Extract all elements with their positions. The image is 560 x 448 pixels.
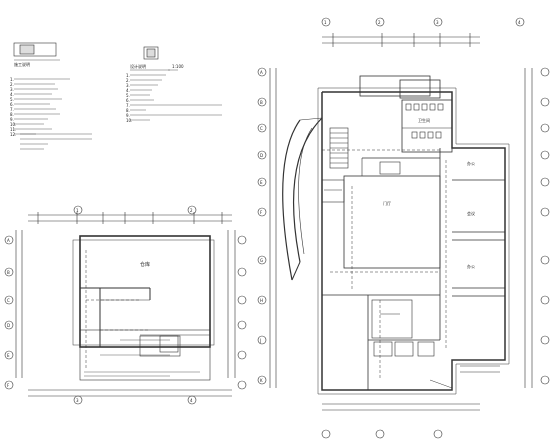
right-plan (257, 17, 550, 439)
left-grid-side-d: D (7, 323, 10, 328)
note-left-5: 5. (10, 97, 14, 102)
right-grid-side-h: H (260, 298, 263, 303)
right-grid-top-4: 4 (518, 20, 521, 25)
note-right-4: 4. (126, 88, 130, 93)
note-left-7: 7. (10, 107, 14, 112)
right-grid-side-k: K (260, 378, 263, 383)
note-left-3: 3. (10, 87, 14, 92)
left-plan-room-label: 仓库 (140, 261, 150, 268)
right-room-toilet: 卫生间 (418, 117, 430, 123)
legend-box-right (143, 46, 159, 60)
right-grid-side-j: J (259, 338, 261, 343)
note-left-2: 2. (10, 82, 14, 87)
left-grid-side-f: F (7, 383, 10, 388)
right-grid-side-f: F (260, 210, 263, 215)
left-plan-main-wall (79, 235, 211, 348)
right-grid-side-a: A (260, 70, 263, 75)
legend-box-left (13, 42, 57, 57)
left-grid-top-2: 2 (190, 208, 193, 213)
note-left-4: 4. (10, 92, 14, 97)
note-left-1: 1. (10, 77, 14, 82)
note-right-9: 9. (126, 113, 130, 118)
note-right-7: 7. (126, 103, 130, 108)
toilet-block (401, 99, 453, 153)
left-grid-side-a: A (7, 238, 10, 243)
right-grid-side-g: G (260, 258, 263, 263)
legend-symbol-right (146, 48, 156, 58)
note-left-10: 10. (10, 122, 16, 127)
notes-right-title: 设计说明 (130, 63, 146, 69)
note-right-2: 2. (126, 78, 130, 83)
right-grid-side-b: B (260, 100, 263, 105)
right-plan-outer-wall (321, 91, 506, 391)
note-left-6: 6. (10, 102, 14, 107)
right-grid-side-c: C (260, 126, 263, 131)
left-grid-bottom-2: 4 (190, 398, 193, 403)
right-room-office-1: 办公 (467, 160, 475, 166)
right-room-office-2: 办公 (467, 263, 475, 269)
right-grid-side-d: D (260, 153, 263, 158)
note-right-8: 8. (126, 108, 130, 113)
right-grid-top-2: 2 (378, 20, 381, 25)
note-left-12: 12. (10, 132, 16, 137)
left-grid-top-1: 1 (76, 208, 79, 213)
left-grid-side-c: C (7, 298, 10, 303)
left-grid-side-e: E (7, 353, 10, 358)
note-right-6: 6. (126, 98, 130, 103)
note-left-11: 11. (10, 127, 16, 132)
legend-symbol-left (19, 44, 35, 55)
note-left-9: 9. (10, 117, 14, 122)
note-right-5: 5. (126, 93, 130, 98)
central-hall (343, 175, 441, 269)
left-grid-bottom-1: 3 (76, 398, 79, 403)
note-right-1: 1. (126, 73, 130, 78)
right-grid-top-1: 1 (324, 20, 327, 25)
right-grid-top-3: 3 (436, 20, 439, 25)
right-room-meeting: 会议 (467, 210, 475, 216)
scale-label: 1:100 (172, 64, 184, 69)
notes-left-lines (14, 78, 92, 150)
notes-left-title: 施工说明 (14, 61, 30, 67)
left-grid-side-b: B (7, 270, 10, 275)
left-plan (4, 205, 247, 405)
note-right-3: 3. (126, 83, 130, 88)
right-room-hall: 门厅 (383, 200, 391, 206)
note-right-10: 10. (126, 118, 132, 123)
note-left-8: 8. (10, 112, 14, 117)
notes-right-lines (130, 74, 222, 121)
right-grid-side-e: E (260, 180, 263, 185)
